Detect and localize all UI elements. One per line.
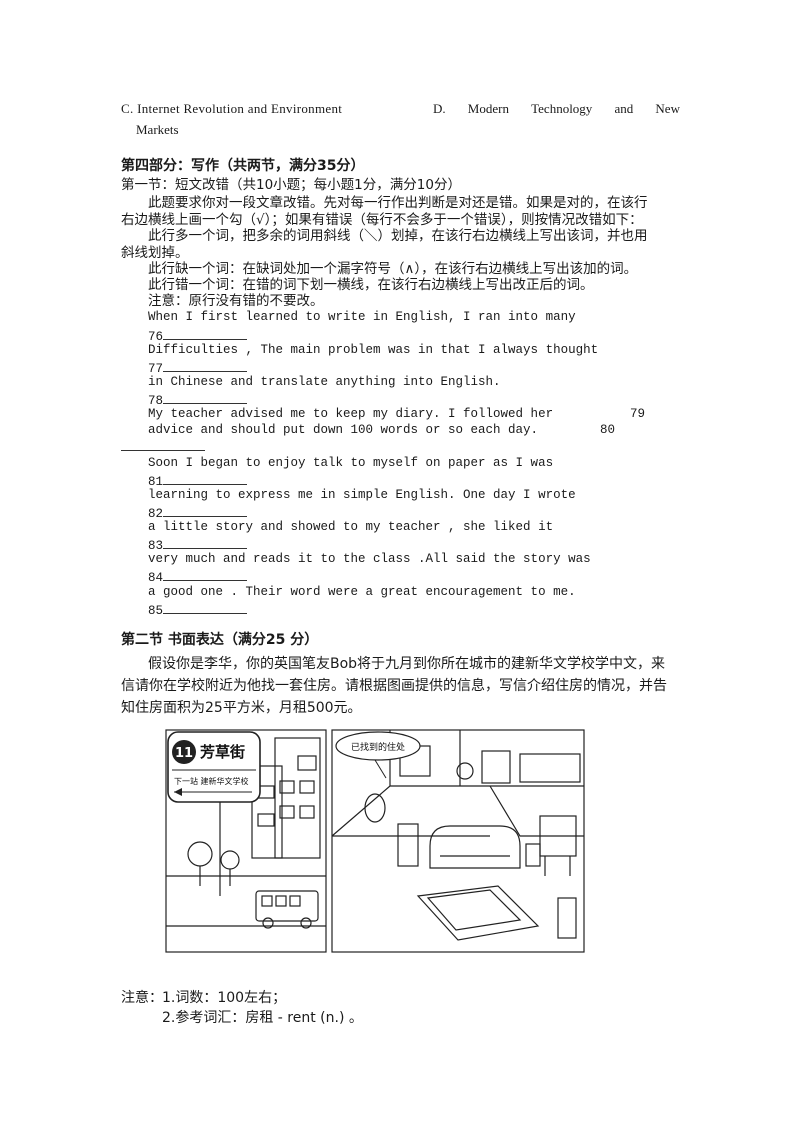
- blank-number: 84: [148, 567, 248, 586]
- answer-blank[interactable]: [121, 450, 205, 451]
- prompt-line: 信请你在学校附近为他找一套住房。请根据图画提供的信息，写信介绍住房的情况，并告: [121, 678, 667, 694]
- passage-line: very much and reads it to the class .All…: [148, 552, 591, 566]
- instruction-line: 此题要求你对一段文章改错。先对每一行作出判断是对还是错。如果是对的，在该行: [148, 195, 648, 211]
- prompt-line: 假设你是李华，你的英国笔友Bob将于九月到你所在城市的建新华文学校学中文，来: [148, 656, 666, 672]
- answer-blank[interactable]: [163, 567, 248, 581]
- blank-number: 76: [148, 326, 248, 345]
- passage-line: My teacher advised me to keep my diary. …: [148, 407, 554, 421]
- passage-line: a little story and showed to my teacher …: [148, 520, 554, 534]
- passage-line: When I first learned to write in English…: [148, 310, 576, 324]
- blank-number: 81: [148, 471, 248, 490]
- option-d-word: and: [614, 101, 634, 116]
- instruction-line: 斜线划掉。: [121, 245, 189, 261]
- blank-number: 78: [148, 390, 248, 409]
- blank-number: 85: [148, 600, 248, 619]
- housing-illustration: 11 芳草街 下一站 建新华文学校: [160, 726, 588, 956]
- answer-blank[interactable]: [163, 600, 248, 614]
- instruction-line: 此行多一个词，把多余的词用斜线（＼）划掉，在该行右边横线上写出该词，并也用: [148, 228, 648, 244]
- option-d-word: New: [655, 101, 680, 116]
- section2-title: 第二节 书面表达（满分25 分）: [121, 632, 319, 648]
- instruction-line: 右边横线上画一个勾（√）；如果有错误（每行不会多于一个错误），则按情况改错如下：: [121, 212, 643, 228]
- instruction-line: 注意：原行没有错的不要改。: [148, 293, 324, 309]
- answer-blank[interactable]: [163, 471, 248, 485]
- part4-title: 第四部分：写作（共两节，满分35分）: [121, 158, 365, 174]
- blank-number: 83: [148, 535, 248, 554]
- passage-line: in Chinese and translate anything into E…: [148, 375, 501, 389]
- bubble-text: 已找到的住处: [351, 741, 405, 753]
- option-d: D. Modern Technology and New: [433, 101, 680, 117]
- answer-blank[interactable]: [163, 535, 248, 549]
- answer-blank[interactable]: [163, 503, 248, 517]
- answer-blank[interactable]: [163, 326, 248, 340]
- passage-line: a good one . Their word were a great enc…: [148, 585, 576, 599]
- instruction-line: 此行缺一个词：在缺词处加一个漏字符号（∧），在该行右边横线上写出该加的词。: [148, 261, 638, 277]
- blank-number: 82: [148, 503, 248, 522]
- passage-line: advice and should put down 100 words or …: [148, 423, 539, 437]
- option-d-word: Technology: [531, 101, 593, 116]
- answer-blank[interactable]: [163, 358, 248, 372]
- blank-number: 79: [630, 407, 646, 421]
- blank-number: 80: [600, 423, 616, 437]
- option-d-word: Modern: [467, 101, 509, 116]
- option-d-word: D.: [433, 101, 446, 116]
- sign-number: 11: [175, 746, 193, 761]
- passage-line: Difficulties , The main problem was in t…: [148, 343, 599, 357]
- answer-blank[interactable]: [163, 390, 248, 404]
- notes-label: 注意：: [121, 990, 163, 1006]
- blank-number: 77: [148, 358, 248, 377]
- note-1: 1.词数：100左右；: [162, 990, 287, 1006]
- prompt-line: 知住房面积为25平方米，月租500元。: [121, 700, 362, 716]
- instruction-line: 此行错一个词：在错的词下划一横线，在该行右边横线上写出改正后的词。: [148, 277, 594, 293]
- passage-line: learning to express me in simple English…: [148, 488, 576, 502]
- option-d-wrap: Markets: [136, 122, 179, 137]
- sign-next-stop: 下一站 建新华文学校: [174, 776, 249, 786]
- section1-title: 第一节：短文改错（共10小题；每小题1分，满分10分）: [121, 177, 461, 193]
- sign-street: 芳草街: [200, 743, 245, 761]
- note-2: 2.参考词汇：房租 - rent (n.) 。: [162, 1010, 363, 1026]
- option-c: C. Internet Revolution and Environment: [121, 101, 343, 116]
- passage-line: Soon I began to enjoy talk to myself on …: [148, 456, 554, 470]
